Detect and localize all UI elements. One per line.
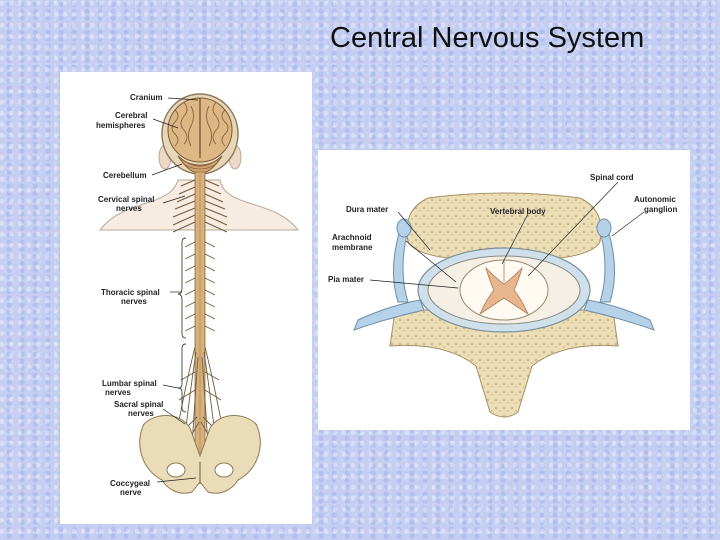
label-arachnoid-membrane-line1: Arachnoid xyxy=(332,233,372,242)
label-autonomic-ganglion-line1: Autonomic xyxy=(634,195,676,204)
spinal-nerve-right xyxy=(583,299,655,331)
label-spinal-cord: Spinal cord xyxy=(590,173,634,182)
grey-matter xyxy=(479,266,529,316)
spinal-cord-cross-section-figure: Spinal cord Dura mater Vertebral body Au… xyxy=(318,150,690,430)
label-sacral-line2: nerves xyxy=(128,409,154,418)
label-lumbar-line1: Lumbar spinal xyxy=(102,379,157,388)
autonomic-ganglion-left xyxy=(392,229,409,303)
label-sacral-line1: Sacral spinal xyxy=(114,400,163,409)
cerebellum xyxy=(177,155,223,175)
label-cervical-line1: Cervical spinal xyxy=(98,195,154,204)
label-cranium: Cranium xyxy=(130,93,162,102)
nervous-system-figure: Cranium Cerebral hemispheres Cerebellum … xyxy=(60,72,312,524)
label-thoracic-line1: Thoracic spinal xyxy=(101,288,160,297)
cervical-spinal-nerves xyxy=(172,179,228,233)
label-cerebral-hemispheres-line2: hemispheres xyxy=(96,121,146,130)
label-arachnoid-membrane-line2: membrane xyxy=(332,243,373,252)
label-thoracic-line2: nerves xyxy=(121,297,147,306)
nervous-system-illustration: Cranium Cerebral hemispheres Cerebellum … xyxy=(96,93,300,497)
label-cerebral-hemispheres-line1: Cerebral xyxy=(115,111,147,120)
brain-gyri xyxy=(171,101,229,147)
obturator-foramen-left xyxy=(166,462,186,478)
cross-section-illustration: Spinal cord Dura mater Vertebral body Au… xyxy=(328,173,677,418)
lumbar-spinal-nerves xyxy=(174,346,226,448)
label-autonomic-ganglion-line2: ganglion xyxy=(644,205,677,214)
leader-lines xyxy=(151,97,199,483)
label-cerebellum: Cerebellum xyxy=(103,171,147,180)
label-vertebral-body: Vertebral body xyxy=(490,207,546,216)
autonomic-ganglion-right xyxy=(599,229,616,303)
vertebral-body xyxy=(406,192,602,261)
label-coccygeal-line1: Coccygeal xyxy=(110,479,150,488)
obturator-foramen-right xyxy=(214,462,234,478)
region-brackets xyxy=(177,237,187,413)
label-pia-mater: Pia mater xyxy=(328,275,364,284)
label-cervical-line2: nerves xyxy=(116,204,142,213)
label-dura-mater: Dura mater xyxy=(346,205,388,214)
label-coccygeal-line2: nerve xyxy=(120,488,142,497)
thoracic-spinal-nerves xyxy=(184,241,216,332)
label-lumbar-line2: nerves xyxy=(105,388,131,397)
spinal-nerve-left xyxy=(353,299,425,331)
slide-title: Central Nervous System xyxy=(330,22,645,54)
leader-lines-right xyxy=(369,181,645,289)
